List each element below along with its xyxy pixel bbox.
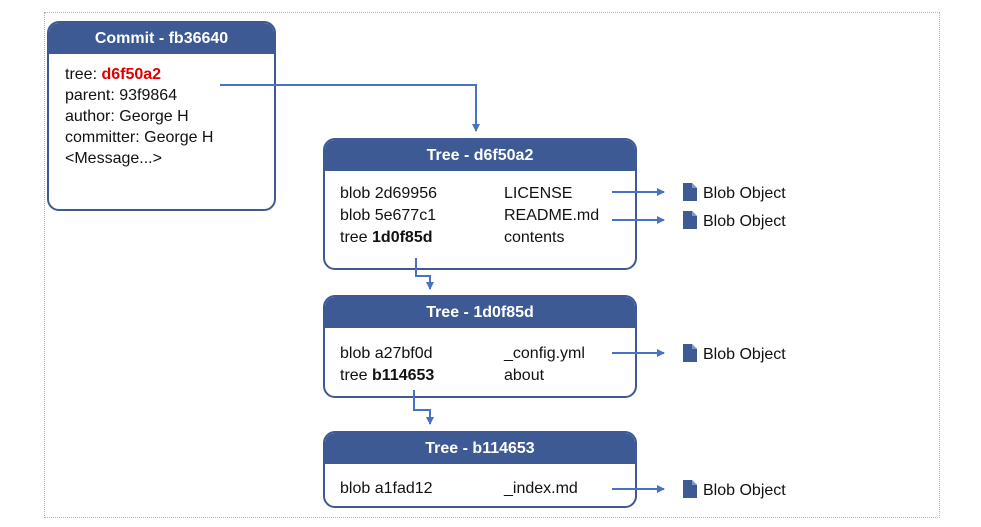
- tree-to-tree-arrow: [415, 258, 434, 290]
- diagram-frame: [44, 12, 940, 518]
- blob-object-label: Blob Object: [703, 213, 786, 230]
- commit-tree-label: tree:: [65, 66, 102, 83]
- commit-author: author: George H: [65, 108, 189, 125]
- tree-card-d6f50a2: Tree - d6f50a2 blob 2d69956 LICENSE blob…: [323, 138, 637, 270]
- tree-card-b114653: Tree - b114653 blob a1fad12 _index.md: [323, 431, 637, 508]
- tree-header: Tree - b114653: [325, 433, 635, 464]
- commit-header: Commit - fb36640: [49, 23, 274, 54]
- tree-to-tree-arrow: [413, 390, 434, 425]
- commit-message: <Message...>: [65, 150, 162, 167]
- blob-object: Blob Object: [683, 480, 786, 501]
- tree-header: Tree - d6f50a2: [325, 140, 635, 171]
- tree-header: Tree - 1d0f85d: [325, 297, 635, 328]
- blob-object-label: Blob Object: [703, 185, 786, 202]
- commit-card: Commit - fb36640 tree: d6f50a2 parent: 9…: [47, 21, 276, 211]
- commit-parent: parent: 93f9864: [65, 87, 178, 104]
- blob-object: Blob Object: [683, 211, 786, 232]
- blob-object-label: Blob Object: [703, 346, 786, 363]
- blob-object: Blob Object: [683, 183, 786, 204]
- commit-to-tree-arrow: [220, 84, 480, 132]
- document-icon: [683, 183, 697, 201]
- commit-committer: committer: George H: [65, 129, 214, 146]
- document-icon: [683, 480, 697, 498]
- blob-object-label: Blob Object: [703, 482, 786, 499]
- commit-tree-hash: d6f50a2: [101, 66, 162, 83]
- tree-card-1d0f85d: Tree - 1d0f85d blob a27bf0d _config.yml …: [323, 295, 637, 398]
- commit-tree-line: tree: d6f50a2: [65, 64, 274, 85]
- document-icon: [683, 211, 697, 229]
- document-icon: [683, 344, 697, 362]
- blob-object: Blob Object: [683, 344, 786, 365]
